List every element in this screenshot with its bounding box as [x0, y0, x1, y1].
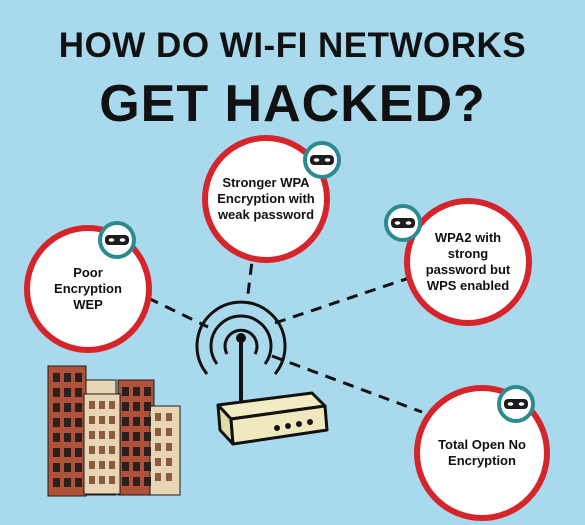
- hacker-mask-icon: [497, 385, 535, 423]
- city-buildings-icon: [47, 365, 181, 497]
- node-label: Total Open No Encryption: [438, 437, 526, 468]
- page-title-line1: HOW DO WI-FI NETWORKS: [58, 26, 527, 65]
- hacker-mask-icon: [384, 204, 422, 242]
- page-title-line2: GET HACKED?: [99, 75, 486, 133]
- node-label: Stronger WPA Encryption with weak passwo…: [217, 175, 315, 222]
- connector-wpa2-wps: [274, 275, 413, 325]
- node-wpa2-strong-password-wps: WPA2 with strong password but WPS enable…: [404, 198, 532, 326]
- router-icon: [216, 391, 329, 446]
- node-label: Poor Encryption WEP: [54, 265, 122, 312]
- connector-lines: [147, 244, 423, 414]
- wifi-signal-icon: [195, 300, 287, 404]
- node-stronger-wpa-weak-password: Stronger WPA Encryption with weak passwo…: [202, 135, 330, 263]
- hacker-mask-icon: [303, 141, 341, 179]
- node-label: WPA2 with strong password but WPS enable…: [425, 230, 511, 293]
- node-total-open-no-encryption: Total Open No Encryption: [414, 385, 550, 521]
- connector-open: [271, 354, 423, 414]
- hacker-mask-icon: [98, 221, 136, 259]
- connector-poor-wep: [147, 296, 209, 329]
